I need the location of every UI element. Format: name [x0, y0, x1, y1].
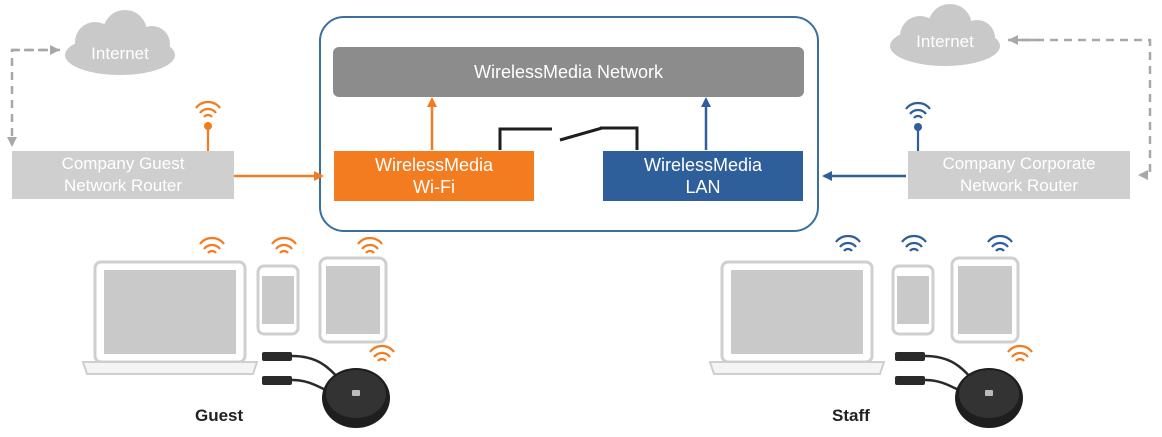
staff-dongle-wifi-icon [1006, 344, 1034, 363]
guest-dongle-icon [260, 350, 392, 430]
guest-router-label-line2: Network Router [63, 176, 183, 195]
wirelessmedia-lan-box: WirelessMedia LAN [603, 151, 803, 201]
guest-dongle-wifi-icon [368, 344, 396, 363]
corporate-router-antenna-icon [904, 101, 932, 151]
staff-laptop-icon [708, 260, 886, 376]
lan-label-line2: LAN [685, 177, 721, 197]
guest-network-router: Company Guest Network Router [12, 151, 234, 199]
guest-label: Guest [195, 406, 244, 425]
left-internet-label: Internet [91, 44, 149, 63]
wirelessmedia-wifi-box: WirelessMedia Wi-Fi [334, 151, 534, 201]
right-internet-cloud [890, 4, 1000, 66]
staff-dongle-icon [893, 350, 1025, 430]
staff-phone-wifi-icon [900, 234, 928, 253]
wifi-label-line2: Wi-Fi [413, 177, 455, 197]
staff-tablet-icon [950, 256, 1020, 344]
staff-label: Staff [832, 406, 870, 425]
right-internet-label: Internet [916, 32, 974, 51]
corporate-network-router: Company Corporate Network Router [908, 151, 1130, 199]
network-label: WirelessMedia Network [473, 61, 664, 82]
staff-phone-icon [891, 264, 935, 336]
guest-laptop-wifi-icon [198, 236, 226, 255]
left-internet-link [7, 48, 60, 147]
lan-label-line1: WirelessMedia [643, 155, 763, 175]
guest-phone-icon [256, 264, 300, 336]
staff-devices [708, 234, 1034, 430]
staff-tablet-wifi-icon [986, 234, 1014, 253]
wirelessmedia-network-box: WirelessMedia Network [333, 47, 804, 97]
guest-router-antenna-icon [194, 100, 222, 151]
corporate-router-label-line1: Company Corporate [942, 154, 1096, 173]
staff-laptop-wifi-icon [834, 234, 862, 253]
corporate-router-label-line2: Network Router [959, 176, 1079, 195]
guest-router-label-line1: Company Guest [61, 154, 185, 173]
guest-phone-wifi-icon [270, 236, 298, 255]
left-internet-cloud [65, 10, 175, 75]
wifi-label-line1: WirelessMedia [374, 155, 494, 175]
guest-laptop-icon [81, 260, 259, 376]
guest-tablet-wifi-icon [356, 236, 384, 255]
guest-tablet-icon [318, 256, 388, 344]
right-internet-link [1008, 38, 1152, 180]
network-isolation-switch-icon [498, 126, 639, 150]
system-frame [319, 16, 819, 232]
guest-devices [81, 236, 396, 430]
